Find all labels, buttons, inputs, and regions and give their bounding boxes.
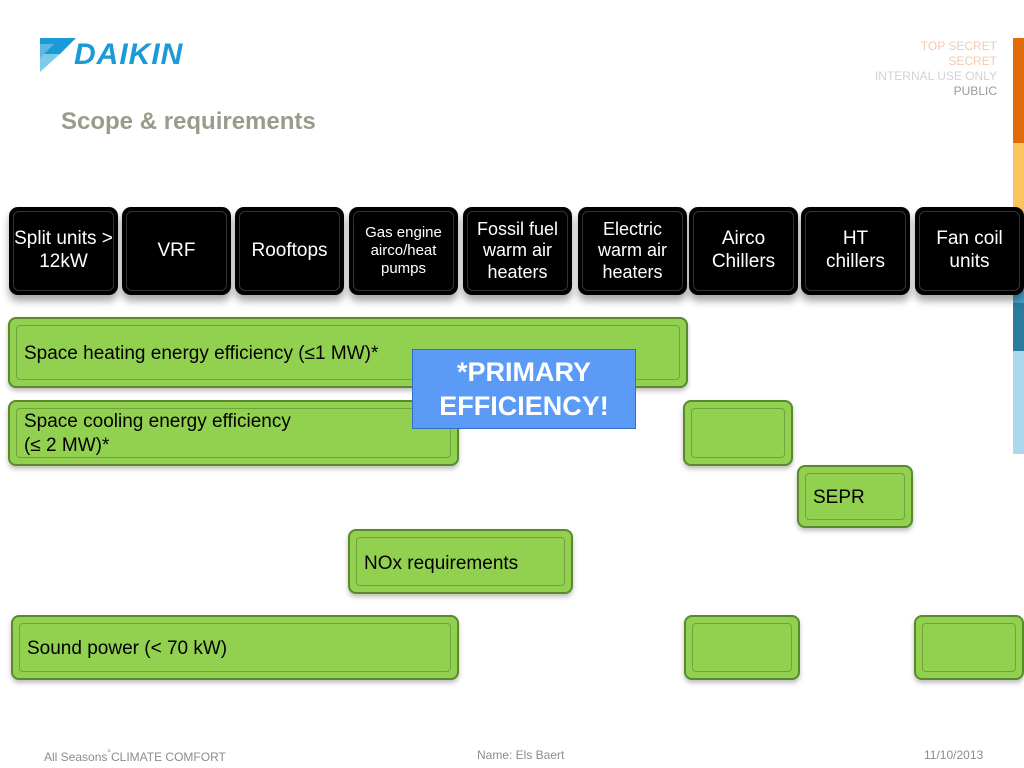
stripe-light-blue (1013, 351, 1024, 454)
stripe-orange (1013, 38, 1024, 143)
bar-nox: NOx requirements (348, 529, 573, 594)
stripe-dark-blue (1013, 303, 1024, 351)
footer-name: Name: Els Baert (477, 748, 565, 762)
column-fossil-fuel: Fossil fuel warm air heaters (463, 207, 572, 295)
bar-sound-power: Sound power (< 70 kW) (11, 615, 459, 680)
stripe-yellow (1013, 143, 1024, 248)
footer-date: 11/10/2013 (924, 748, 984, 762)
column-fan-coil: Fan coil units (915, 207, 1024, 295)
classification-public: PUBLIC (953, 84, 997, 98)
column-ht-chillers: HT chillers (801, 207, 910, 295)
bar-sound-power-fancoil (914, 615, 1024, 680)
classification-secret: SECRET (948, 54, 997, 68)
page-title: Scope & requirements (61, 108, 316, 135)
bar-space-cooling: Space cooling energy efficiency (≤ 2 MW)… (8, 400, 459, 466)
column-vrf: VRF (122, 207, 231, 295)
logo-text: DAIKIN (74, 38, 184, 71)
classification-top-secret: TOP SECRET (920, 39, 997, 53)
bar-space-heating: Space heating energy efficiency (≤1 MW)* (8, 317, 688, 388)
footer-left: All Seasons°CLIMATE COMFORT (44, 748, 226, 764)
bar-sound-power-chillers (684, 615, 800, 680)
column-split-units: Split units > 12kW (9, 207, 118, 295)
daikin-logo: DAIKIN (40, 38, 202, 74)
daikin-logo-mark-icon (40, 38, 76, 72)
classification-internal: INTERNAL USE ONLY (874, 69, 997, 83)
column-airco-chillers: Airco Chillers (689, 207, 798, 295)
column-gas-engine: Gas engine airco/heat pumps (349, 207, 458, 295)
column-rooftops: Rooftops (235, 207, 344, 295)
classification-list: TOP SECRET SECRET INTERNAL USE ONLY PUBL… (875, 39, 997, 99)
bar-sepr: SEPR (797, 465, 913, 528)
bar-space-cooling-chillers (683, 400, 793, 466)
column-electric: Electric warm air heaters (578, 207, 687, 295)
primary-efficiency-callout: *PRIMARY EFFICIENCY! (412, 349, 636, 429)
